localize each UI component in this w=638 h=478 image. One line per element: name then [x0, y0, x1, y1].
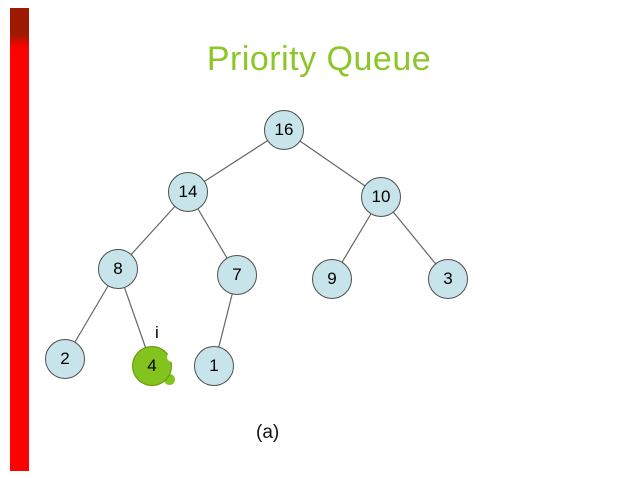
tree-node-14: 14	[168, 172, 208, 212]
highlight-node-notch	[167, 352, 177, 362]
slide-title: Priority Queue	[206, 40, 432, 78]
tree-node-10: 10	[361, 177, 401, 217]
tree-node-8: 8	[98, 249, 138, 289]
tree-node-2: 2	[45, 339, 85, 379]
figure-caption: (a)	[256, 422, 280, 443]
index-label-i: i	[155, 323, 159, 342]
tree-node-4-highlighted: 4	[132, 346, 172, 386]
tree-node-16: 16	[264, 110, 304, 150]
tree-node-3: 3	[428, 259, 468, 299]
red-accent-bar	[10, 8, 29, 471]
tree-node-7: 7	[217, 255, 257, 295]
highlight-node-bulge	[164, 374, 175, 385]
tree-node-9: 9	[312, 259, 352, 299]
tree-node-1: 1	[194, 346, 234, 386]
